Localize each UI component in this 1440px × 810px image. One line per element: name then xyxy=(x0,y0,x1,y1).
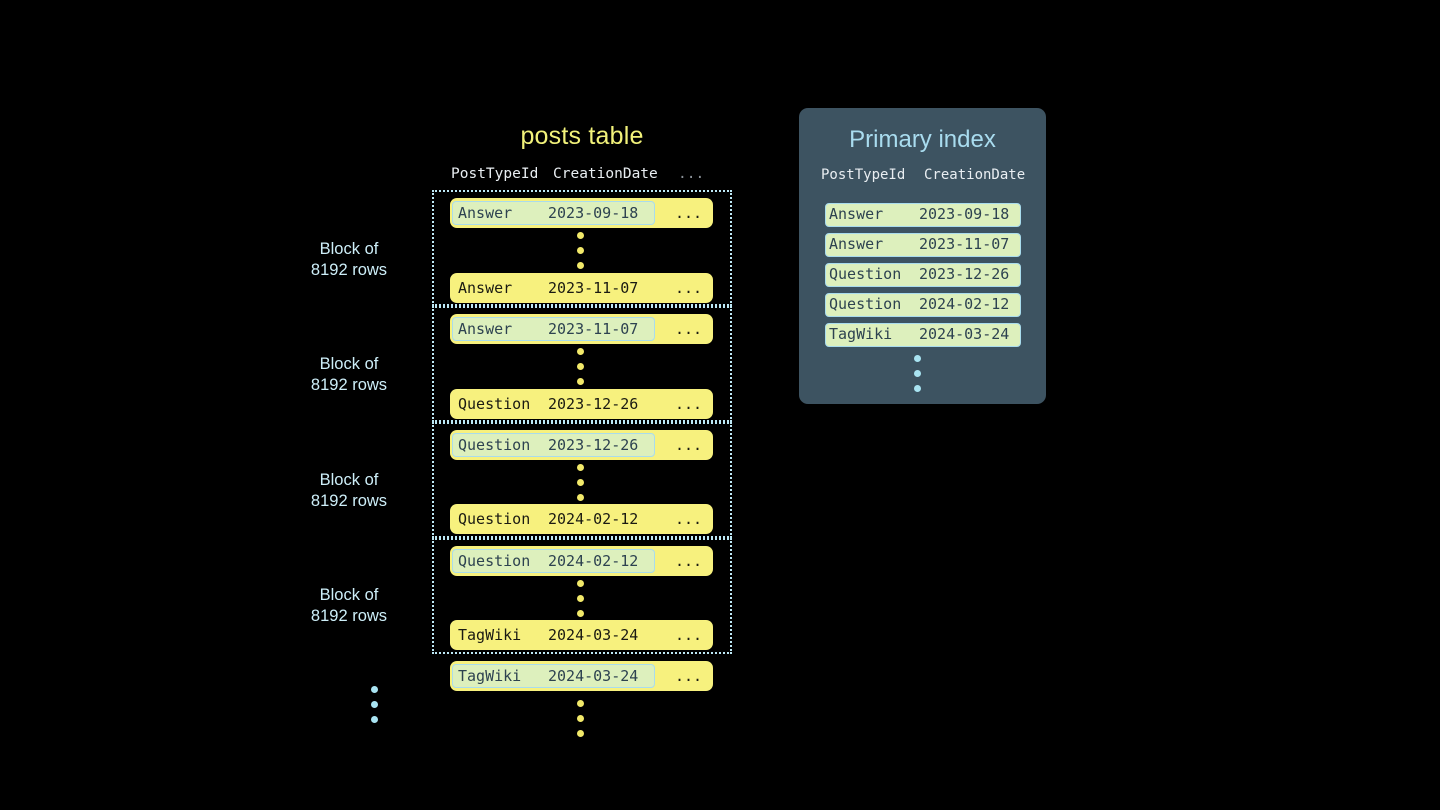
row-ellipsis-dots xyxy=(577,580,587,625)
primary-index-panel: Primary index PostTypeId CreationDate An… xyxy=(799,108,1046,404)
index-cell-creationdate: 2024-02-12 xyxy=(919,295,1010,313)
index-highlight-box xyxy=(452,433,655,457)
index-cell-creationdate: 2023-09-18 xyxy=(919,205,1010,223)
cell-creationdate: 2023-12-26 xyxy=(548,436,639,454)
primary-index-title: Primary index xyxy=(849,126,996,153)
cell-posttypeid: Question xyxy=(458,552,531,570)
cell-more: ... xyxy=(675,320,703,338)
index-cell-posttypeid: Answer xyxy=(829,235,884,253)
cell-creationdate: 2024-02-12 xyxy=(548,510,639,528)
table-row[interactable]: TagWiki 2024-03-24 ... xyxy=(450,661,713,691)
cell-more: ... xyxy=(675,279,703,297)
cell-posttypeid: Answer xyxy=(458,204,513,222)
block-label-4-line1: Block of xyxy=(319,586,379,604)
index-cell-posttypeid: Question xyxy=(829,295,902,313)
cell-posttypeid: Question xyxy=(458,510,531,528)
cell-creationdate: 2024-03-24 xyxy=(548,626,639,644)
index-column-header-posttypeid: PostTypeId xyxy=(821,167,906,183)
index-cell-creationdate: 2023-11-07 xyxy=(919,235,1010,253)
index-row[interactable]: Question 2024-02-12 xyxy=(825,293,1021,317)
block-label-3: Block of 8192 rows xyxy=(279,470,419,512)
block-label-1-line2: 8192 rows xyxy=(310,261,388,279)
column-header-posttypeid: PostTypeId xyxy=(451,166,539,182)
cell-posttypeid: Answer xyxy=(458,279,513,297)
block-frame-1 xyxy=(432,190,732,306)
block-continuation-dots xyxy=(371,686,381,731)
index-cell-creationdate: 2023-12-26 xyxy=(919,265,1010,283)
table-row[interactable]: TagWiki 2024-03-24 ... xyxy=(450,620,713,650)
cell-more: ... xyxy=(675,436,703,454)
block-frame-3 xyxy=(432,422,732,538)
cell-more: ... xyxy=(675,552,703,570)
index-row[interactable]: Question 2023-12-26 xyxy=(825,263,1021,287)
cell-posttypeid: Question xyxy=(458,395,531,413)
table-row[interactable]: Question 2023-12-26 ... xyxy=(450,389,713,419)
cell-creationdate: 2023-09-18 xyxy=(548,204,639,222)
cell-creationdate: 2023-12-26 xyxy=(548,395,639,413)
index-cell-posttypeid: Answer xyxy=(829,205,884,223)
block-label-4: Block of 8192 rows xyxy=(279,585,419,627)
index-cell-posttypeid: Question xyxy=(829,265,902,283)
cell-creationdate: 2023-11-07 xyxy=(548,279,639,297)
row-ellipsis-dots xyxy=(577,464,587,509)
block-frame-2 xyxy=(432,306,732,422)
index-highlight-box xyxy=(452,549,655,573)
cell-more: ... xyxy=(675,395,703,413)
index-row[interactable]: Answer 2023-09-18 xyxy=(825,203,1021,227)
table-row[interactable]: Answer 2023-11-07 ... xyxy=(450,314,713,344)
posts-table-title: posts table xyxy=(520,122,644,150)
cell-creationdate: 2023-11-07 xyxy=(548,320,639,338)
block-frame-4 xyxy=(432,538,732,654)
row-ellipsis-dots xyxy=(577,348,587,393)
table-row[interactable]: Question 2023-12-26 ... xyxy=(450,430,713,460)
block-label-1-line1: Block of xyxy=(319,240,379,258)
table-row[interactable]: Question 2024-02-12 ... xyxy=(450,546,713,576)
index-row[interactable]: TagWiki 2024-03-24 xyxy=(825,323,1021,347)
index-continuation-dots xyxy=(914,355,924,400)
cell-more: ... xyxy=(675,626,703,644)
block-label-2: Block of 8192 rows xyxy=(279,354,419,396)
block-label-3-line2: 8192 rows xyxy=(310,492,388,510)
row-ellipsis-dots xyxy=(577,232,587,277)
index-highlight-box xyxy=(452,201,655,225)
cell-more: ... xyxy=(675,204,703,222)
block-label-1: Block of 8192 rows xyxy=(279,239,419,281)
cell-posttypeid: TagWiki xyxy=(458,626,522,644)
column-header-more: ... xyxy=(678,166,705,182)
table-row[interactable]: Answer 2023-11-07 ... xyxy=(450,273,713,303)
posts-table-column-headers: PostTypeId CreationDate ... xyxy=(432,166,732,186)
index-cell-posttypeid: TagWiki xyxy=(829,325,893,343)
block-label-2-line1: Block of xyxy=(319,355,379,373)
cell-posttypeid: Question xyxy=(458,436,531,454)
table-row[interactable]: Answer 2023-09-18 ... xyxy=(450,198,713,228)
cell-posttypeid: Answer xyxy=(458,320,513,338)
index-row[interactable]: Answer 2023-11-07 xyxy=(825,233,1021,257)
cell-more: ... xyxy=(675,667,703,685)
block-label-3-line1: Block of xyxy=(319,471,379,489)
column-header-creationdate: CreationDate xyxy=(553,166,658,182)
block-label-4-line2: 8192 rows xyxy=(310,607,388,625)
block-label-2-line2: 8192 rows xyxy=(310,376,388,394)
cell-creationdate: 2024-03-24 xyxy=(548,667,639,685)
cell-posttypeid: TagWiki xyxy=(458,667,522,685)
index-highlight-box xyxy=(452,664,655,688)
table-continuation-dots xyxy=(577,700,587,745)
cell-more: ... xyxy=(675,510,703,528)
table-row[interactable]: Question 2024-02-12 ... xyxy=(450,504,713,534)
index-highlight-box xyxy=(452,317,655,341)
cell-creationdate: 2024-02-12 xyxy=(548,552,639,570)
index-cell-creationdate: 2024-03-24 xyxy=(919,325,1010,343)
index-column-header-creationdate: CreationDate xyxy=(924,167,1026,183)
primary-index-column-headers: PostTypeId CreationDate xyxy=(799,167,1046,187)
